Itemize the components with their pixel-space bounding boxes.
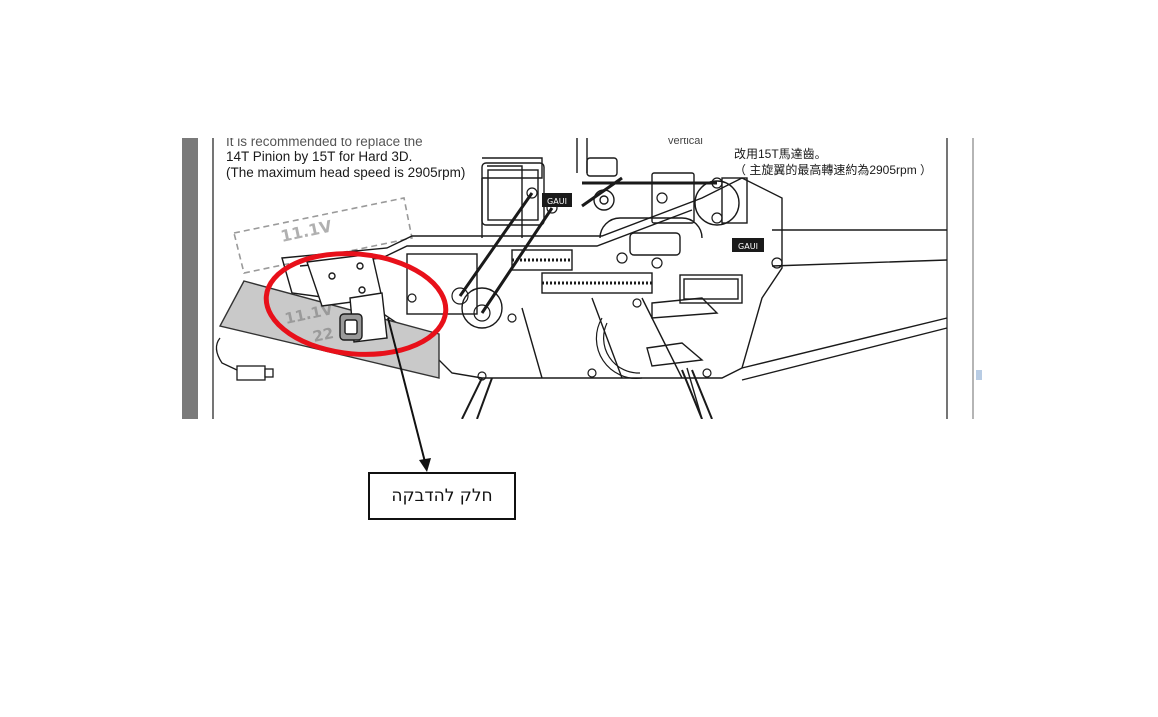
battery-label-top: 11.1V	[279, 216, 334, 245]
frame-logo-1: GAUI	[547, 197, 567, 206]
callout-label-box: חלק להדבקה	[368, 472, 516, 520]
helicopter-frame-drawing: GAUI GAUI 11.1V 11.1V 22	[212, 138, 948, 419]
callout-arrow-head	[419, 458, 431, 472]
scan-left-edge	[182, 138, 198, 419]
manual-text-line-2: 14T Pinion by 15T for Hard 3D.	[226, 149, 413, 164]
manual-scan: It is recommended to replace the 14T Pin…	[182, 138, 975, 419]
manual-text-vertical: vertical	[668, 138, 703, 147]
frame-logo-2: GAUI	[738, 242, 758, 251]
manual-text-zh-1: 改用15T馬達齒。	[734, 147, 827, 161]
manual-text-line-3: (The maximum head speed is 2905rpm)	[226, 165, 466, 180]
scan-right-edge	[972, 138, 974, 419]
manual-text-zh-2: （ 主旋翼的最高轉速約為2905rpm ）	[734, 163, 933, 177]
manual-text-line-1: It is recommended to replace the	[226, 138, 423, 149]
scan-artifact	[976, 370, 982, 380]
callout-label: חלק להדבקה	[391, 486, 493, 506]
